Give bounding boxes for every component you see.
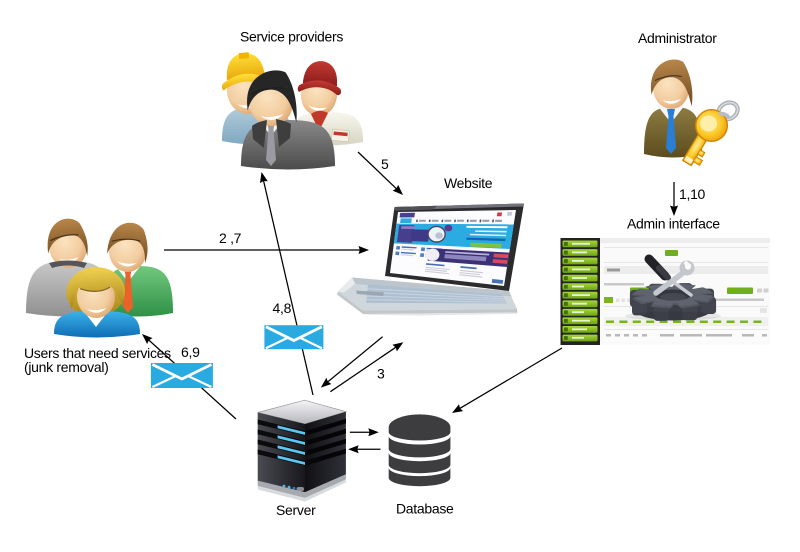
- svg-text:Admin interface: Admin interface: [627, 216, 720, 232]
- svg-text:1,10: 1,10: [679, 186, 706, 202]
- svg-text:4,8: 4,8: [273, 300, 292, 316]
- svg-text:(junk removal): (junk removal): [24, 359, 109, 375]
- svg-text:2 ,7: 2 ,7: [219, 230, 242, 246]
- svg-text:Administrator: Administrator: [638, 30, 717, 46]
- svg-text:6,9: 6,9: [181, 344, 200, 360]
- svg-text:5: 5: [381, 156, 389, 172]
- svg-text:Users that need services: Users that need services: [24, 345, 171, 361]
- svg-text:Database: Database: [396, 501, 454, 517]
- svg-text:Website: Website: [444, 175, 493, 191]
- svg-text:Service providers: Service providers: [240, 28, 343, 44]
- svg-text:Server: Server: [276, 502, 316, 518]
- svg-text:3: 3: [377, 366, 385, 382]
